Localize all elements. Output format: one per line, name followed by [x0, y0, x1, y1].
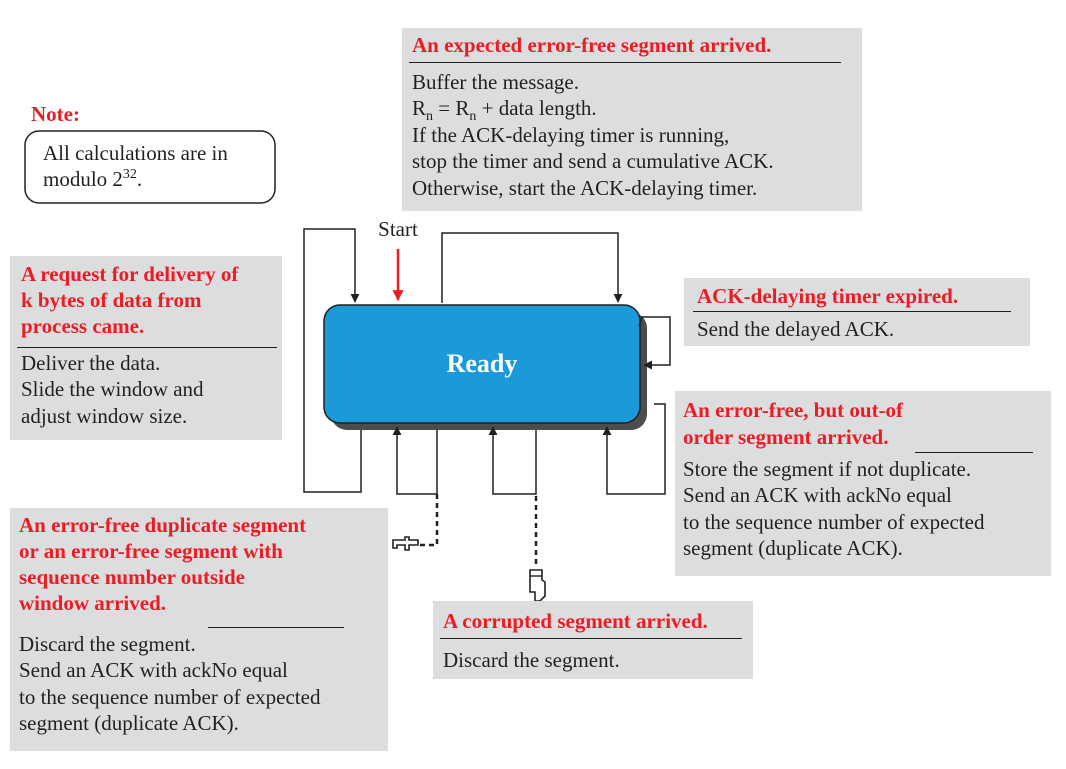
pointing-hand-icon [392, 536, 419, 551]
action-line: segment (duplicate ACK). [19, 711, 239, 736]
action-line: Send an ACK with ackNo equal [683, 483, 952, 508]
heading-rule [915, 452, 1033, 453]
action-line: Send an ACK with ackNo equal [19, 658, 288, 683]
heading-rule [17, 347, 277, 348]
out-of-order-panel: An error-free, but out-of order segment … [675, 391, 1051, 576]
action-line: stop the timer and send a cumulative ACK… [412, 149, 774, 174]
heading-rule [208, 627, 344, 628]
action-line: Deliver the data. [21, 351, 161, 375]
heading-rule [440, 638, 742, 639]
out-of-order-actions: Store the segment if not duplicate. Send… [683, 456, 984, 562]
note-exponent: 32 [122, 167, 137, 183]
start-label: Start [378, 217, 418, 241]
action-line: Slide the window and [21, 377, 204, 402]
expected-segment-panel: An expected error-free segment arrived. … [402, 28, 862, 211]
ready-state-label: Ready [447, 349, 518, 378]
action-line: Discard the segment. [443, 648, 620, 672]
note-box [24, 130, 276, 204]
corrupted-segment-loop [488, 426, 537, 495]
action-line: Send the delayed ACK. [697, 317, 895, 341]
timer-expired-actions: Send the delayed ACK. [697, 316, 894, 342]
out-of-order-loop [602, 403, 666, 495]
timer-expired-heading: ACK-delaying timer expired. [697, 284, 959, 308]
action-line: Discard the segment. [19, 632, 196, 656]
action-line: segment (duplicate ACK). [683, 536, 903, 561]
corrupted-segment-heading: A corrupted segment arrived. [443, 609, 708, 633]
duplicate-segment-trigger [420, 494, 439, 547]
pointing-hand-down-icon [529, 569, 546, 602]
action-line: Buffer the message. [412, 70, 579, 94]
heading-rule [693, 311, 1011, 312]
corrupted-segment-actions: Discard the segment. [443, 647, 620, 673]
delivery-request-panel: A request for delivery of k bytes of dat… [10, 256, 282, 440]
action-line: Otherwise, start the ACK-delaying timer. [412, 175, 758, 200]
expected-segment-heading: An expected error-free segment arrived. [412, 33, 772, 57]
expected-segment-loop [441, 232, 623, 303]
ready-state-box [323, 304, 641, 424]
timer-expired-loop [638, 316, 671, 370]
note-text: All calculations are in modulo 232. [43, 140, 228, 193]
duplicate-segment-loop [392, 426, 438, 495]
heading-rule [409, 62, 841, 63]
duplicate-segment-actions: Discard the segment. Send an ACK with ac… [19, 631, 320, 737]
note-line-1: All calculations are in [43, 141, 228, 165]
delivery-request-heading: A request for delivery of k bytes of dat… [21, 262, 239, 338]
corrupted-segment-panel: A corrupted segment arrived. Discard the… [433, 601, 753, 679]
delivery-request-actions: Deliver the data. Slide the window and a… [21, 350, 204, 429]
delivery-request-loop [303, 228, 362, 493]
duplicate-segment-panel: An error-free duplicate segment or an er… [10, 508, 388, 751]
note-title: Note: [31, 102, 80, 126]
note-line-2: modulo 232. [43, 167, 143, 192]
timer-expired-panel: ACK-delaying timer expired. Send the del… [684, 278, 1030, 346]
duplicate-segment-heading: An error-free duplicate segment or an er… [19, 513, 307, 615]
action-line: to the sequence number of expected [683, 509, 985, 534]
action-line: to the sequence number of expected [19, 684, 321, 709]
action-line: If the ACK-delaying timer is running, [412, 122, 730, 147]
out-of-order-heading: An error-free, but out-of order segment … [683, 398, 904, 449]
action-line-formula: Rn = Rn + data length. [412, 96, 597, 125]
action-line: Store the segment if not duplicate. [683, 457, 972, 481]
expected-segment-actions: Buffer the message. Rn = Rn + data lengt… [412, 69, 774, 201]
action-line: adjust window size. [21, 403, 188, 428]
